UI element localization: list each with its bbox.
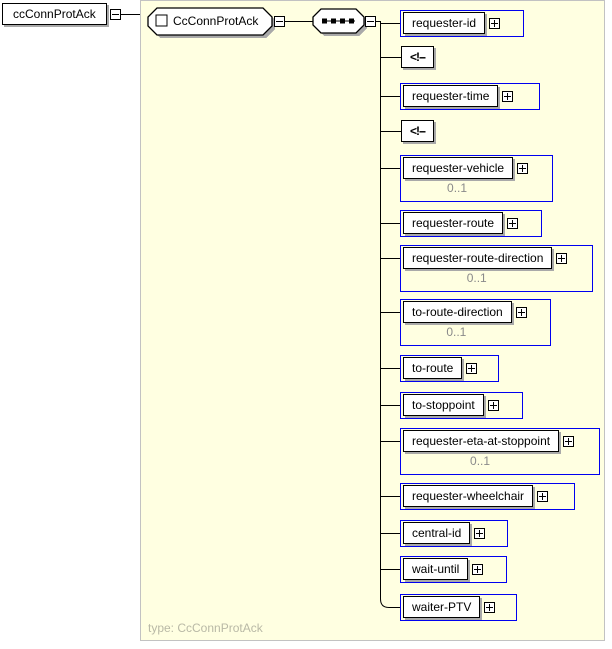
expand-icon[interactable] bbox=[472, 563, 484, 575]
element-to-stoppoint[interactable]: to-stoppoint bbox=[400, 392, 523, 419]
element-label: central-id bbox=[412, 526, 462, 540]
collapse-icon[interactable] bbox=[365, 16, 376, 27]
expand-icon[interactable] bbox=[487, 399, 499, 411]
element-to-route-direction[interactable]: to-route-direction 0..1 bbox=[400, 299, 551, 346]
expand-icon[interactable] bbox=[556, 252, 568, 264]
element-requester-vehicle[interactable]: requester-vehicle 0..1 bbox=[400, 155, 553, 202]
element-label: requester-route-direction bbox=[412, 251, 544, 265]
comment-box: <!-- bbox=[401, 46, 434, 68]
element-label: requester-wheelchair bbox=[412, 489, 525, 503]
element-requester-wheelchair[interactable]: requester-wheelchair bbox=[400, 483, 575, 510]
element-box[interactable]: central-id bbox=[403, 522, 471, 544]
collapse-icon[interactable] bbox=[274, 16, 285, 27]
root-element-box[interactable]: ccConnProtAck bbox=[2, 3, 107, 25]
element-box[interactable]: requester-route bbox=[403, 212, 504, 234]
comment-indicator: <!-- bbox=[410, 124, 426, 138]
complextype-label: CcConnProtAck bbox=[173, 14, 259, 28]
cardinality-label: 0..1 bbox=[447, 181, 468, 195]
element-central-id[interactable]: central-id bbox=[400, 520, 508, 547]
element-box[interactable]: waiter-PTV bbox=[403, 596, 481, 618]
expand-icon[interactable] bbox=[515, 306, 527, 318]
element-requester-route-direction[interactable]: requester-route-direction 0..1 bbox=[400, 245, 593, 292]
element-label: to-route bbox=[412, 361, 454, 375]
expand-icon[interactable] bbox=[474, 527, 486, 539]
element-box[interactable]: requester-time bbox=[403, 85, 499, 107]
element-box[interactable]: to-stoppoint bbox=[403, 394, 484, 416]
expand-icon[interactable] bbox=[507, 217, 519, 229]
element-label: to-stoppoint bbox=[412, 398, 475, 412]
element-box[interactable]: to-route-direction bbox=[403, 301, 512, 323]
element-box[interactable]: to-route bbox=[403, 357, 463, 379]
element-label: to-route-direction bbox=[412, 305, 503, 319]
element-box[interactable]: requester-eta-at-stoppoint bbox=[403, 430, 560, 452]
element-label: waiter-PTV bbox=[412, 600, 472, 614]
expand-icon[interactable] bbox=[466, 362, 478, 374]
expand-icon[interactable] bbox=[563, 435, 575, 447]
element-label: requester-route bbox=[412, 216, 495, 230]
element-box[interactable]: requester-route-direction bbox=[403, 247, 553, 269]
element-requester-route[interactable]: requester-route bbox=[400, 210, 542, 237]
sequence-icon bbox=[322, 18, 355, 24]
element-wait-until[interactable]: wait-until bbox=[400, 556, 507, 583]
content-model-icon bbox=[155, 14, 168, 27]
element-label: requester-vehicle bbox=[412, 161, 505, 175]
element-requester-id[interactable]: requester-id bbox=[400, 10, 524, 37]
element-to-route[interactable]: to-route bbox=[400, 355, 499, 382]
complextype-octagon bbox=[147, 7, 273, 36]
element-label: requester-id bbox=[412, 16, 477, 30]
element-label: requester-time bbox=[412, 89, 490, 103]
element-box[interactable]: requester-wheelchair bbox=[403, 485, 534, 507]
element-label: requester-eta-at-stoppoint bbox=[412, 434, 551, 448]
element-waiter-PTV[interactable]: waiter-PTV bbox=[400, 594, 517, 621]
comment-box: <!-- bbox=[401, 120, 434, 142]
element-box[interactable]: requester-vehicle bbox=[403, 157, 514, 179]
root-element-row: ccConnProtAck bbox=[2, 3, 121, 25]
root-element-label: ccConnProtAck bbox=[13, 7, 96, 21]
element-requester-time[interactable]: requester-time bbox=[400, 83, 540, 110]
cardinality-label: 0..1 bbox=[470, 454, 491, 468]
element-box[interactable]: wait-until bbox=[403, 558, 469, 580]
expand-icon[interactable] bbox=[517, 162, 529, 174]
expand-icon[interactable] bbox=[537, 490, 549, 502]
comment-indicator: <!-- bbox=[410, 50, 426, 64]
expand-icon[interactable] bbox=[502, 90, 514, 102]
element-requester-eta-at-stoppoint[interactable]: requester-eta-at-stoppoint 0..1 bbox=[400, 428, 600, 475]
expand-icon[interactable] bbox=[489, 17, 501, 29]
cardinality-label: 0..1 bbox=[466, 271, 487, 285]
expand-icon[interactable] bbox=[484, 601, 496, 613]
element-box[interactable]: requester-id bbox=[403, 12, 486, 34]
complex-type-panel bbox=[140, 0, 605, 641]
type-annotation: type: CcConnProtAck bbox=[148, 621, 263, 635]
element-label: wait-until bbox=[412, 562, 460, 576]
cardinality-label: 0..1 bbox=[446, 325, 467, 339]
collapse-icon[interactable] bbox=[109, 8, 121, 20]
